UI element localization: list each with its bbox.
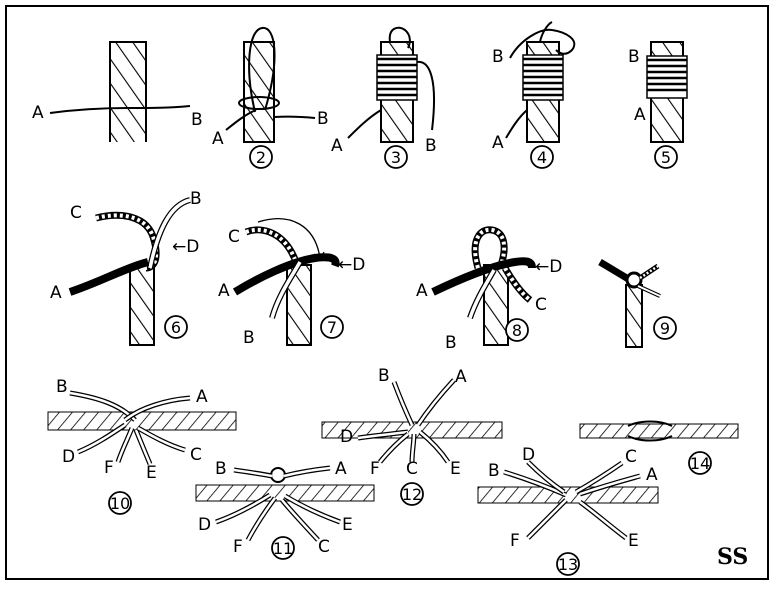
strand-f [528, 500, 566, 538]
label-b: B [378, 366, 390, 386]
label-e: E [146, 463, 157, 483]
step-number: 9 [660, 319, 670, 338]
label-a: A [455, 367, 467, 387]
label-b: B [215, 459, 227, 479]
whipping-turns [523, 55, 563, 100]
label-b: B [488, 461, 500, 481]
rope-strand [478, 487, 658, 503]
label-d: D [62, 447, 75, 467]
step-number: 8 [512, 321, 522, 340]
cord-end-b [417, 62, 434, 130]
step-7: C A B ←D 7 [218, 219, 365, 348]
step-number: 10 [110, 494, 130, 513]
label-c: C [70, 203, 82, 223]
label-e: E [450, 459, 461, 479]
label-b: B [56, 377, 68, 397]
strand-e [580, 502, 626, 538]
label-d: ←D [172, 237, 199, 257]
label-d: ←D [338, 255, 365, 275]
step-8: A B C ←D 8 [416, 230, 562, 353]
label-b: B [628, 47, 640, 67]
cord-end-a [506, 110, 527, 138]
label-a: A [416, 281, 428, 301]
label-a: A [218, 281, 230, 301]
label-a: A [492, 133, 504, 153]
step-11: B A D F E C 11 [196, 459, 374, 559]
label-c: C [406, 459, 418, 479]
step-number: 14 [690, 454, 710, 473]
label-c: C [318, 537, 330, 557]
step-number: 7 [327, 318, 337, 337]
label-c: C [535, 295, 547, 315]
step-number: 13 [558, 555, 578, 574]
label-a: A [196, 387, 208, 407]
rope-strand [130, 265, 154, 345]
label-b: B [190, 189, 202, 209]
whipping-turns [647, 56, 687, 98]
label-a: A [331, 136, 343, 156]
cord-loop [540, 22, 552, 42]
label-c: C [228, 227, 240, 247]
step-number: 4 [537, 148, 547, 167]
rope-strand [626, 285, 642, 347]
label-f: F [370, 459, 380, 479]
label-d: D [522, 445, 535, 465]
label-f: F [510, 531, 520, 551]
step-12: B A D F C E 12 [322, 366, 502, 505]
label-d: D [198, 515, 211, 535]
label-d: ←D [535, 257, 562, 277]
step-9: 9 [600, 262, 676, 347]
label-e: E [628, 531, 639, 551]
cord-end-a [348, 110, 381, 138]
label-c: C [625, 447, 637, 467]
rope-strand [580, 424, 738, 438]
label-c: C [190, 445, 202, 465]
step-3: A B 3 [331, 28, 437, 168]
label-b: B [425, 136, 437, 156]
label-b: B [445, 333, 457, 353]
label-a: A [50, 283, 62, 303]
label-a: A [32, 103, 44, 123]
knot [271, 468, 285, 482]
label-a: A [634, 105, 646, 125]
label-d: D [340, 427, 353, 447]
strand-a [418, 380, 454, 425]
label-a: A [646, 465, 658, 485]
strand-b [394, 382, 412, 425]
step-number: 12 [402, 485, 422, 504]
step-number: 11 [273, 539, 293, 558]
whipping-turns [377, 55, 417, 100]
step-13: B D C A F E 13 [478, 445, 658, 575]
label-b: B [191, 110, 203, 130]
step-4: B A 4 [492, 22, 574, 168]
step-number: 5 [661, 148, 671, 167]
rope-strand [48, 412, 236, 430]
label-b: B [492, 47, 504, 67]
strand-f [118, 428, 132, 462]
strand-c [640, 266, 658, 278]
step-5: B A 5 [628, 42, 687, 168]
step-number: 2 [256, 148, 266, 167]
label-b: B [317, 109, 329, 129]
label-a: A [212, 129, 224, 149]
label-a: A [335, 459, 347, 479]
step-2: A B 2 [212, 28, 329, 168]
label-e: E [342, 515, 353, 535]
cord-end-b [274, 117, 315, 118]
monogram: SS [717, 544, 748, 570]
step-number: 6 [171, 318, 181, 337]
step-14: 14 [580, 422, 738, 475]
strand-a [600, 262, 630, 280]
step-number: 3 [391, 148, 401, 167]
label-f: F [104, 458, 114, 478]
label-b: B [243, 328, 255, 348]
label-f: F [233, 537, 243, 557]
